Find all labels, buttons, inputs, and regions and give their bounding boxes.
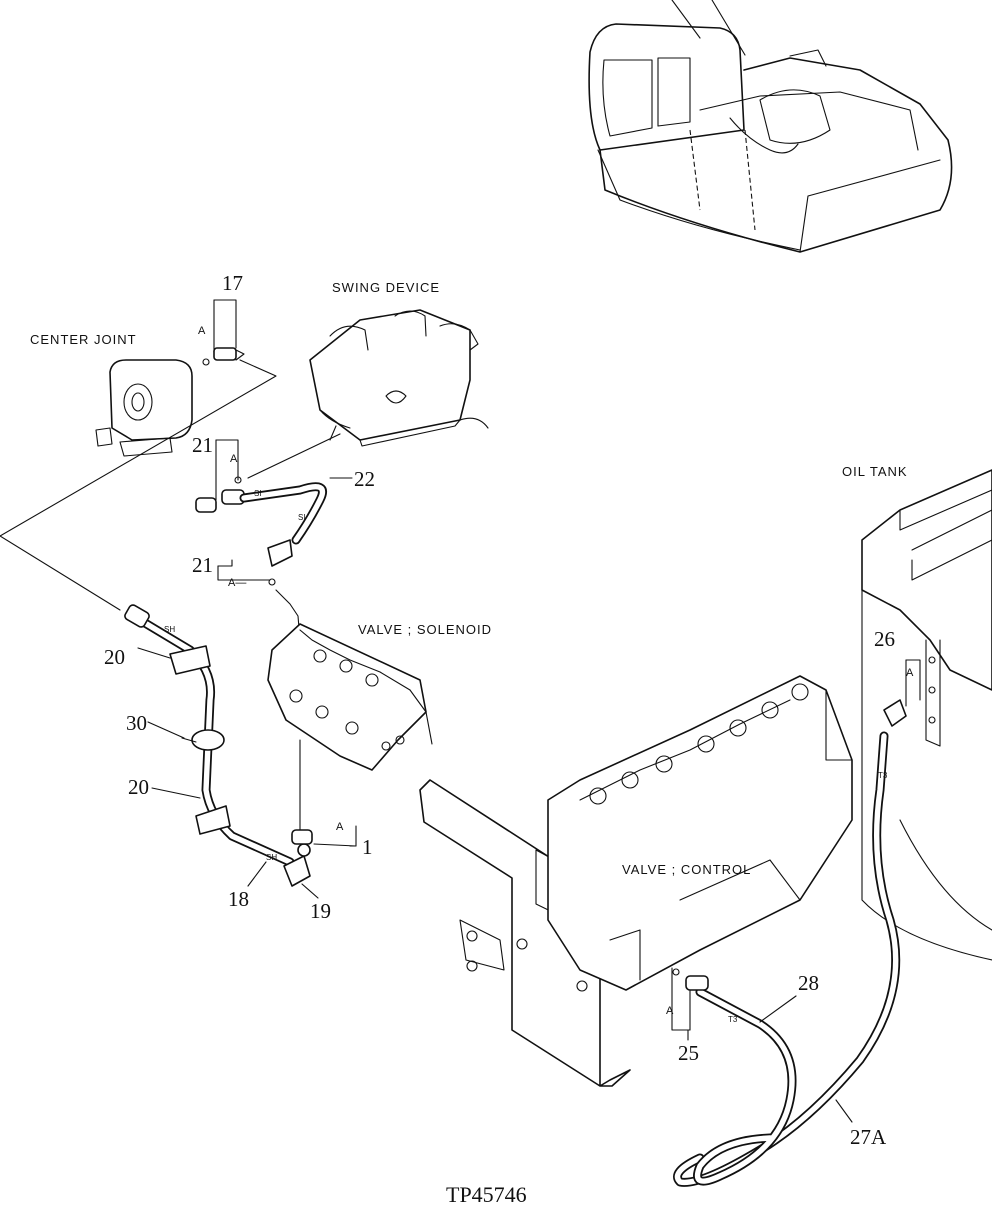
label-center-joint: CENTER JOINT xyxy=(30,332,137,347)
label-swing-device: SWING DEVICE xyxy=(332,280,440,295)
fitting-21-lower xyxy=(267,539,293,586)
fitting-19 xyxy=(283,843,311,887)
solenoid-valve xyxy=(267,623,433,771)
callout-27a: 27A xyxy=(850,1125,887,1149)
center-joint xyxy=(95,359,193,457)
hose-tag-t3-tank: T3 xyxy=(878,771,888,780)
callout-21-lower: 21 xyxy=(192,553,213,577)
label-valve-control: VALVE ; CONTROL xyxy=(622,862,751,877)
hose-28 xyxy=(693,987,797,1186)
label-oil-tank: OIL TANK xyxy=(842,464,908,479)
hose-tag-sh-upper: SH xyxy=(164,625,175,634)
callout-18: 18 xyxy=(228,887,249,911)
hose-tag-si-lower: SI xyxy=(298,513,306,522)
hose-22 xyxy=(239,482,327,545)
callout-1: 1 xyxy=(362,835,373,859)
fitting-26 xyxy=(883,699,907,727)
callout-22: 22 xyxy=(354,467,375,491)
fitting-21-upper xyxy=(195,476,245,513)
callout-30: 30 xyxy=(126,711,147,735)
connection-mark-21-lower: A— xyxy=(228,577,246,589)
callout-26: 26 xyxy=(874,627,895,651)
label-valve-solenoid: VALVE ; SOLENOID xyxy=(358,622,492,637)
clamp-30 xyxy=(181,729,225,751)
control-valve xyxy=(547,675,853,991)
callout-20-upper: 20 xyxy=(104,645,125,669)
hose-tag-si-upper: SI xyxy=(254,489,262,498)
callout-28: 28 xyxy=(798,971,819,995)
fitting-25 xyxy=(672,968,709,991)
callout-25: 25 xyxy=(678,1041,699,1065)
connection-mark-25: A xyxy=(666,1005,674,1017)
callout-21-upper: 21 xyxy=(192,433,213,457)
hose-tag-sh-lower: SH xyxy=(266,853,277,862)
callout-20-lower: 20 xyxy=(128,775,149,799)
leader-lines xyxy=(0,299,921,1031)
oil-tank xyxy=(861,469,992,961)
callout-pointers xyxy=(137,477,853,1123)
excavator-inset xyxy=(588,0,953,253)
connection-mark-26: A xyxy=(906,667,914,679)
connection-mark-21-upper: A xyxy=(230,453,238,465)
callout-19: 19 xyxy=(310,899,331,923)
callout-17: 17 xyxy=(222,271,243,295)
fitting-1 xyxy=(291,829,313,845)
clamp-20-upper xyxy=(169,645,211,675)
hose-tag-t3-control: T3 xyxy=(728,1015,738,1024)
figure-id: TP45746 xyxy=(446,1182,527,1207)
clamp-20-lower xyxy=(195,805,231,835)
connection-mark-17: A xyxy=(198,325,206,337)
hose-27a xyxy=(673,731,901,1187)
connection-mark-1: A xyxy=(336,821,344,833)
fitting-17 xyxy=(202,347,245,366)
swing-device xyxy=(309,309,489,447)
